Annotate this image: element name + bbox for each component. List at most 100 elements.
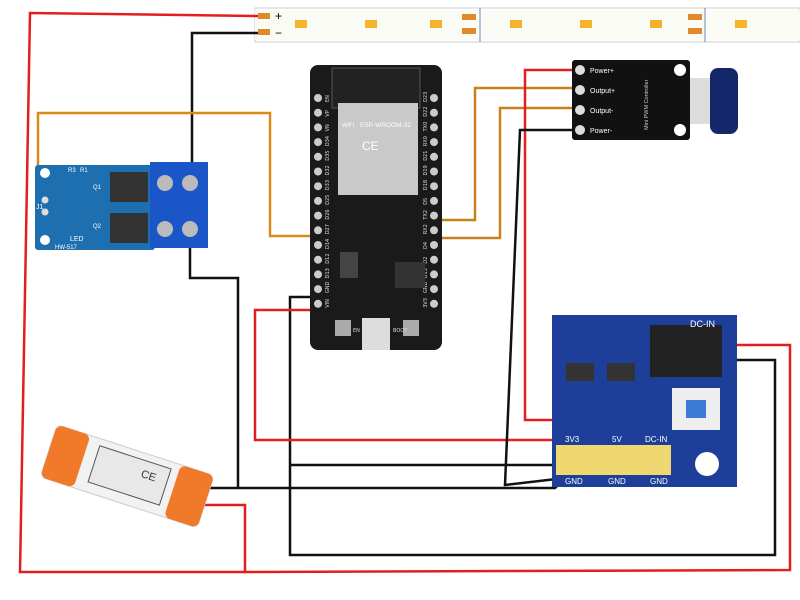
micro-usb-port[interactable] [362,318,390,350]
driver-label-sticker [87,445,172,506]
led-strip-minus-label: − [275,26,282,40]
pin-label: EN [325,95,331,102]
pwm-pin-label: Power- [590,128,613,135]
pin-label: D15 [423,268,429,278]
pin-label: D33 [325,180,331,190]
pin-right-tx0[interactable] [430,123,438,132]
pwm-pin-label: Output- [590,108,614,115]
pwm-pin-0[interactable] [575,65,585,75]
pin-label: D2 [423,257,429,264]
pin-left-d26[interactable] [314,211,322,220]
mosfet-q2 [110,213,148,243]
pin-label: GND [325,281,331,293]
pin-right-rx0[interactable] [430,138,438,147]
label-j1: J1 [36,204,44,211]
pin-left-d25[interactable] [314,196,322,205]
pin-left-d27[interactable] [314,226,322,235]
gnd-label-3: GND [650,477,668,486]
pin-label: D13 [325,268,331,278]
label-led: LED [70,236,84,243]
pin-left-vin[interactable] [314,299,322,308]
pin-label: D27 [325,224,331,234]
pin-left-vp[interactable] [314,108,322,117]
pin-right-d4[interactable] [430,241,438,249]
pin-left-d33[interactable] [314,182,322,191]
pin-right-d18[interactable] [430,182,438,191]
pwm-title: Mini PWM Controller [644,79,650,130]
label-q2: Q2 [93,224,102,230]
voltage-regulator [340,252,358,278]
label-r1: R1 [80,168,88,174]
pwm-pin-label: Output+ [590,88,615,95]
pin-label: D5 [423,198,429,205]
wire-gnd-dc-black [288,295,777,557]
pin-label: GND [423,281,429,293]
en-button[interactable] [335,320,351,336]
pin-label: D22 [423,106,429,116]
pin-left-gnd[interactable] [314,285,322,294]
pin-right-3v3[interactable] [430,299,438,308]
wire-d27-orange [36,111,318,238]
potentiometer-knob[interactable] [710,68,738,134]
mosfet-q1 [110,172,148,202]
wire-driver-plus-red [205,343,792,574]
pin-label: D26 [325,209,331,219]
pin-label: D19 [423,165,429,175]
led-strip-plus-label: + [275,9,282,23]
en-button-label: EN [353,328,360,334]
pin-left-d13[interactable] [314,270,322,279]
pwm-pin-1[interactable] [575,85,585,95]
dc-jack[interactable] [650,325,722,377]
pin-right-d5[interactable] [430,196,438,205]
label-q1: Q1 [93,185,102,191]
pin-label: TX2 [423,210,429,221]
pin-label: 3V3 [423,298,429,308]
pin-header-rails [556,445,671,475]
wires [18,11,792,574]
pin-right-gnd[interactable] [430,285,438,294]
pin-right-d19[interactable] [430,167,438,176]
boot-button[interactable] [403,320,419,336]
driver-ce-mark: CE [139,468,157,484]
gnd-label-1: GND [565,477,583,486]
power-switch[interactable] [686,400,706,418]
pin-left-vn[interactable] [314,123,322,132]
pwm-controller: Power+Output+Output-Power- Mini PWM Cont… [572,60,738,140]
pin-right-d15[interactable] [430,270,438,279]
pin-label: D34 [325,136,331,146]
led-chips [295,20,747,28]
pin-right-d21[interactable] [430,152,438,161]
pin-label: VP [325,110,331,116]
boot-button-label: BOOT [393,328,408,334]
pin-left-d14[interactable] [314,241,322,249]
pin-label: D35 [325,151,331,161]
pin-label: D12 [325,253,331,263]
pin-left-d35[interactable] [314,152,322,161]
antenna [331,67,421,109]
pin-right-rx2[interactable] [430,226,438,235]
pin-label: D32 [325,165,331,175]
pin-label: TX0 [423,122,429,133]
pin-left-d32[interactable] [314,167,322,176]
label-model: HW-517 [55,245,78,251]
pin-label: D18 [423,180,429,190]
usb-uart-chip [395,262,425,288]
esp-wroom-shield [338,103,418,195]
pin-right-d23[interactable] [430,94,438,102]
wire-mosfet-gnd-black [188,248,240,488]
gnd-label-2: GND [608,477,626,486]
pin-left-d12[interactable] [314,255,322,264]
wire-pwm-power-minus-black [503,128,575,487]
pwm-pin-2[interactable] [575,105,585,115]
pin-right-d2[interactable] [430,255,438,264]
pin-right-d22[interactable] [430,108,438,117]
pin-left-en[interactable] [314,94,322,102]
left-pin-header: ENVPVND34D35D32D33D25D26D27D14D12D13GNDV… [314,94,331,308]
pwm-pin-3[interactable] [575,125,585,135]
pin-left-d34[interactable] [314,138,322,147]
dc-in-label: DC-IN [690,319,715,329]
pin-right-tx2[interactable] [430,211,438,220]
mosfet-module: R3 R1 Q1 Q2 J1 LED HW-517 [35,162,208,251]
